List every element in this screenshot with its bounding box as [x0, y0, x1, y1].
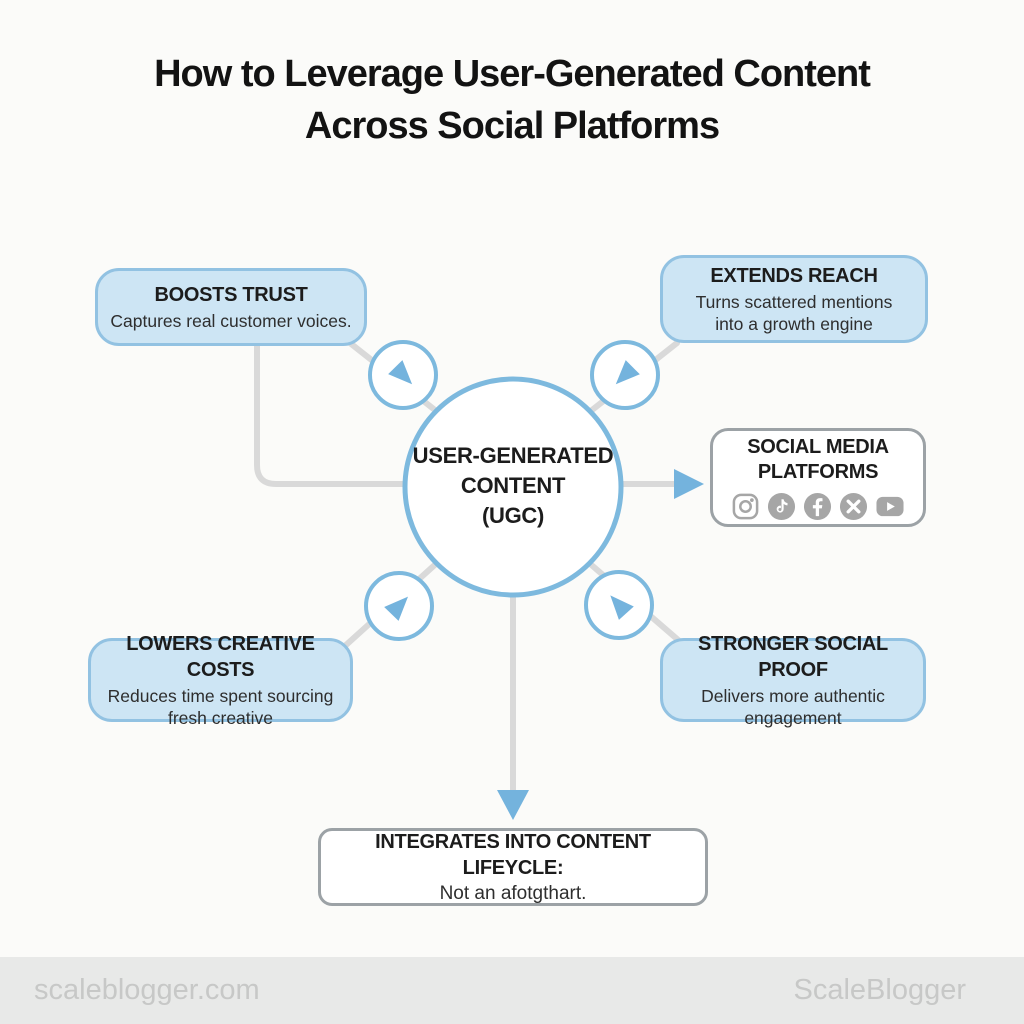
- benefit-box-boosts-trust: BOOSTS TRUST Captures real customer voic…: [95, 268, 367, 346]
- center-node-label: USER-GENERATED CONTENT (UGC): [412, 443, 614, 528]
- social-platforms-title: SOCIAL MEDIA PLATFORMS: [747, 435, 889, 483]
- footer-url: scaleblogger.com: [34, 974, 260, 1006]
- social-icon-row: [731, 492, 905, 521]
- instagram-icon: [732, 493, 759, 519]
- junction-bottom-left: [364, 571, 434, 641]
- junction-top-left: [368, 340, 438, 410]
- benefit-box-stronger-social-proof: STRONGER SOCIAL PROOF Delivers more auth…: [660, 633, 926, 728]
- benefit-title: EXTENDS REACH: [710, 265, 878, 287]
- center-circle: [402, 376, 624, 598]
- page-title-line1: How to Leverage User-Generated Content: [154, 53, 871, 95]
- inward-arrow-icon: [384, 596, 409, 621]
- benefit-subtitle: Reduces time spent sourcing fresh creati…: [107, 686, 334, 728]
- benefit-subtitle: Delivers more authentic engagement: [701, 686, 885, 728]
- benefit-box-lowers-creative-costs: LOWERS CREATIVE COSTS Reduces time spent…: [88, 633, 353, 728]
- benefit-title: BOOSTS TRUST: [154, 284, 308, 306]
- inward-arrow-icon: [615, 360, 640, 385]
- footer-brand: ScaleBlogger: [793, 974, 967, 1006]
- inward-arrow-icon: [610, 595, 634, 620]
- facebook-icon: [803, 492, 832, 520]
- youtube-icon: [876, 496, 904, 516]
- benefit-title: LOWERS CREATIVE COSTS: [126, 633, 315, 681]
- social-platforms-box: SOCIAL MEDIA PLATFORMS: [710, 428, 926, 527]
- benefit-subtitle: Turns scattered mentions into a growth e…: [695, 292, 893, 334]
- benefit-title: STRONGER SOCIAL PROOF: [698, 633, 888, 681]
- elbow-connector-boosts: [254, 343, 410, 487]
- right-arrow-icon: [674, 469, 704, 499]
- lifecycle-subtitle: Not an afotgthart.: [439, 883, 587, 904]
- junction-top-right: [590, 340, 660, 410]
- benefit-subtitle: Captures real customer voices.: [110, 311, 352, 331]
- lifecycle-box: INTEGRATES INTO CONTENT LIFEYCLE: Not an…: [318, 828, 708, 906]
- lifecycle-title: INTEGRATES INTO CONTENT LIFEYCLE:: [375, 831, 651, 879]
- down-arrow-icon: [497, 790, 529, 820]
- tiktok-icon: [767, 492, 796, 520]
- inward-arrow-icon: [388, 360, 413, 385]
- page-title: How to Leverage User-Generated Content A…: [0, 48, 1024, 152]
- footer-bar: scaleblogger.com ScaleBlogger: [0, 957, 1024, 1024]
- x-icon: [839, 492, 868, 520]
- page-title-line2: Across Social Platforms: [304, 105, 720, 147]
- benefit-box-extends-reach: EXTENDS REACH Turns scattered mentions i…: [660, 255, 928, 343]
- junction-bottom-right: [584, 570, 654, 640]
